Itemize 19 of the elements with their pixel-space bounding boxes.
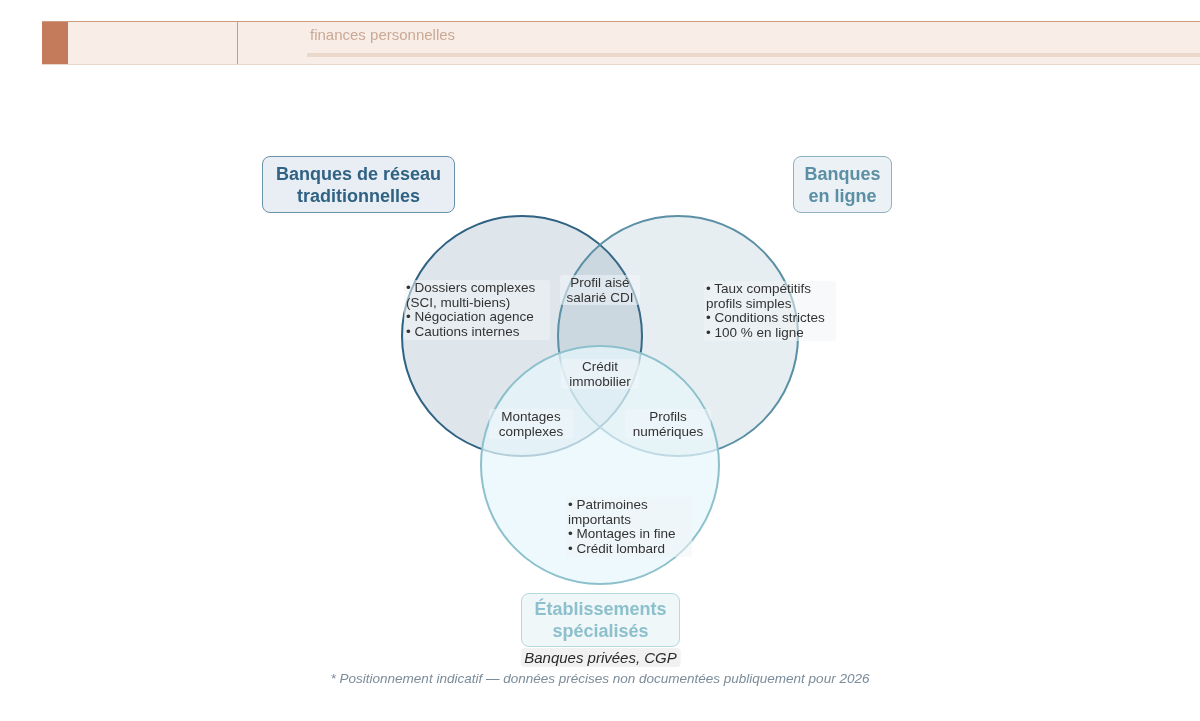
overlap-label: Profil aisé salarié CDI: [560, 275, 640, 305]
bullet-text: • Dossiers complexes (SCI, multi-biens): [406, 281, 537, 310]
footnote-caption: * Positionnement indicatif — données précises non documentées publiquement pour 2026: [330, 670, 870, 688]
bullet-text: • 100 % en ligne: [706, 325, 805, 340]
category-heading: Banques de réseau traditionnelles: [262, 156, 455, 213]
overlap-label: Profils numériques: [625, 409, 711, 439]
bullet-text: • Patrimoines importants: [568, 498, 649, 527]
overlap-label: Montages complexes: [489, 409, 573, 439]
bullet-text: • Cautions internes: [406, 324, 520, 339]
header-tagline: finances personnelles: [310, 26, 456, 44]
bullet-text: • Crédit lombard: [568, 541, 666, 556]
bullet-text: • Conditions strictes: [706, 311, 826, 326]
bullet-text: • Montages in fine: [568, 527, 677, 542]
overlap-label: Crédit immobilier: [561, 359, 639, 389]
category-heading: Banques en ligne: [793, 156, 892, 213]
category-examples: Banques privées, CGP: [520, 648, 681, 667]
bullet-text: • Taux compétitifs profils simples: [706, 282, 813, 311]
bullet-text: • Négociation agence: [406, 310, 535, 325]
category-heading: Établissements spécialisés: [521, 593, 680, 647]
